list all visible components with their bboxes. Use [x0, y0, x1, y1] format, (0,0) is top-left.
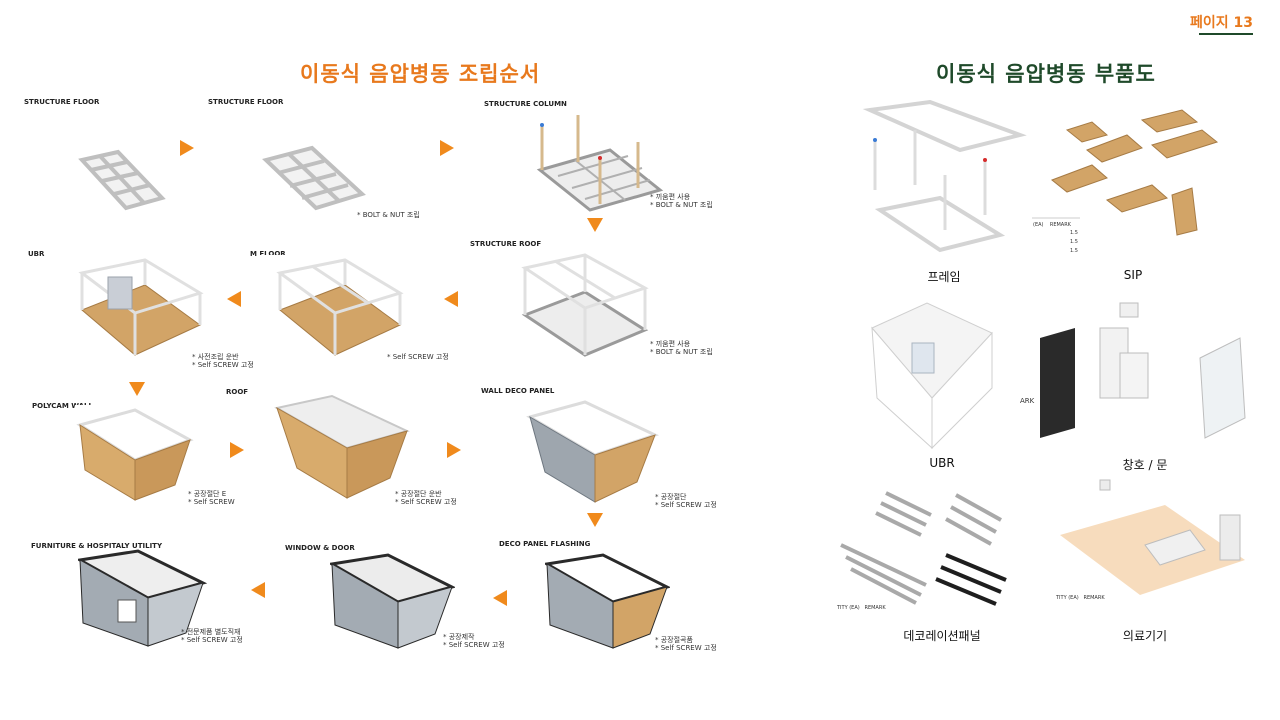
arrow-left-icon	[444, 291, 458, 307]
step-4-illustration	[505, 250, 665, 360]
arrow-left-icon	[493, 590, 507, 606]
step-label: FURNITURE & HOSPITALY UTILITY	[31, 542, 163, 550]
step-5-illustration	[260, 255, 440, 360]
step-note: * Self SCREW 고정	[387, 353, 449, 361]
part-frame-illustration	[860, 100, 1030, 265]
step-label: DECO PANEL FLASHING	[499, 540, 591, 548]
step-7-illustration	[75, 405, 235, 505]
step-6-illustration	[70, 255, 240, 360]
part-medical-equipment-illustration	[1055, 475, 1250, 620]
step-note: * 사전조립 운반 * Self SCREW 고정	[192, 353, 254, 369]
step-label: WALL DECO PANEL	[481, 387, 555, 395]
step-label: POLYCAM WALL	[32, 402, 93, 410]
window-table-header: ARK	[1020, 397, 1035, 405]
step-note: * 공장제작 * Self SCREW 고정	[443, 633, 505, 649]
step-1-illustration	[30, 110, 220, 220]
step-label: ROOF	[226, 388, 249, 396]
step-label: STRUCTURE COLUMN	[484, 100, 567, 108]
step-note: * 전문제품 별도직재 * Self SCREW 고정	[181, 628, 243, 644]
arrow-right-icon	[230, 442, 244, 458]
part-label: 프레임	[927, 270, 961, 284]
step-note: * 공장절단 운반 * Self SCREW 고정	[395, 490, 457, 506]
part-deco-panel-illustration	[836, 485, 1026, 620]
step-3-illustration	[500, 110, 730, 215]
step-label: M FLOOR	[250, 250, 286, 258]
deco-table-header: TITY (EA) REMARK	[837, 605, 886, 611]
step-label: UBR	[28, 250, 45, 258]
step-note: * 공장절단 * Self SCREW 고정	[655, 493, 717, 509]
assembly-title: 이동식 음압병동 조립순서	[300, 62, 541, 86]
arrow-left-icon	[227, 291, 241, 307]
step-9-illustration	[525, 397, 665, 505]
arrow-right-icon	[440, 140, 454, 156]
step-label: STRUCTURE FLOOR	[208, 98, 284, 106]
arrow-left-icon	[251, 582, 265, 598]
part-sip-illustration	[1032, 100, 1232, 265]
step-10-illustration	[545, 552, 670, 650]
arrow-right-icon	[447, 442, 461, 458]
step-note: * BOLT & NUT 조립	[357, 211, 420, 219]
part-label: 창호 / 문	[1122, 458, 1168, 472]
step-12-illustration	[78, 548, 208, 648]
part-label: SIP	[1123, 268, 1143, 282]
step-note: * 끼움편 사용 * BOLT & NUT 조립	[650, 340, 713, 356]
arrow-down-icon	[587, 513, 603, 527]
part-label: UBR	[929, 456, 955, 470]
sip-table-value: 1.5	[1070, 239, 1078, 245]
sip-table-header: (EA) REMARK	[1033, 222, 1071, 228]
part-label: 의료기기	[1122, 629, 1168, 643]
part-ubr-illustration	[852, 298, 1012, 455]
step-8-illustration	[272, 393, 412, 503]
step-11-illustration	[330, 552, 455, 650]
step-label: STRUCTURE FLOOR	[24, 98, 100, 106]
page-number: 페이지 13	[1190, 15, 1253, 31]
sip-table-value: 1.5	[1070, 248, 1078, 254]
step-note: * 공장절곡품 * Self SCREW 고정	[655, 636, 717, 652]
step-note: * 끼움편 사용 * BOLT & NUT 조립	[650, 193, 713, 209]
medical-table-header: TITY (EA) REMARK	[1056, 595, 1105, 601]
parts-title: 이동식 음압병동 부품도	[936, 62, 1156, 86]
step-note: * 공장절단 E * Self SCREW	[188, 490, 235, 506]
step-label: STRUCTURE ROOF	[470, 240, 542, 248]
part-window-door-illustration	[1020, 298, 1257, 458]
arrow-right-icon	[180, 140, 194, 156]
page-number-underline	[1199, 33, 1253, 35]
step-2-illustration	[230, 110, 430, 220]
part-label: 데코레이션패널	[903, 629, 981, 643]
step-label: WINDOW & DOOR	[285, 544, 355, 552]
arrow-down-icon	[129, 382, 145, 396]
arrow-down-icon	[587, 218, 603, 232]
sip-table-value: 1.5	[1070, 230, 1078, 236]
